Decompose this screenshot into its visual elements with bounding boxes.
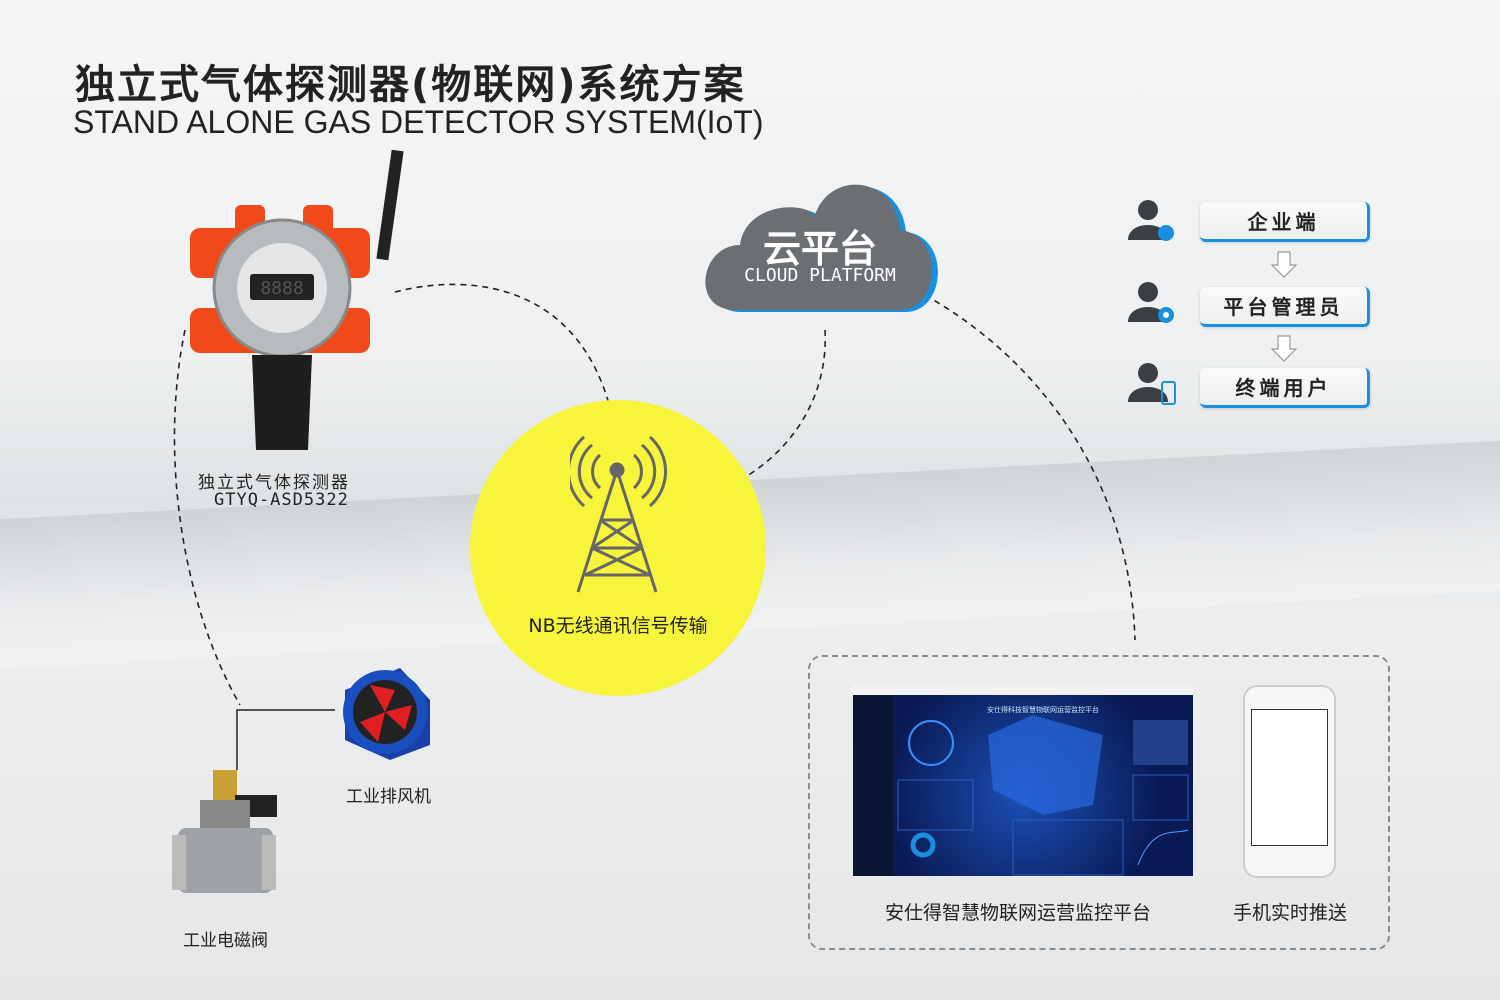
user-globe-icon xyxy=(1128,200,1174,241)
role-enterprise: 企业端 xyxy=(1200,202,1370,242)
phone-screen xyxy=(1251,709,1328,846)
link-cloud-platform xyxy=(924,294,1136,641)
svg-text:8888: 8888 xyxy=(260,278,303,299)
signal-tower-icon xyxy=(570,435,668,593)
phone-caption: 手机实时推送 xyxy=(1233,902,1348,924)
role-platform-admin: 平台管理员 xyxy=(1200,287,1370,327)
platform-group xyxy=(808,655,1390,950)
cloud-icon xyxy=(705,184,938,312)
signal-label: NB无线通讯信号传输 xyxy=(528,615,708,637)
solenoid-valve-image xyxy=(172,770,277,893)
detector-model: GTYQ-ASD5322 xyxy=(214,490,349,510)
arrow-down-icon xyxy=(1270,251,1298,278)
user-phone-icon xyxy=(1128,363,1176,405)
dashboard-sidebar xyxy=(853,695,893,876)
link-detector-valve xyxy=(173,329,241,706)
user-gear-icon xyxy=(1128,282,1174,323)
link-valve-fan xyxy=(236,709,335,770)
dashboard-title: 安仕得科技智慧物联网运营监控平台 xyxy=(987,706,1099,714)
platform-caption: 安仕得智慧物联网运营监控平台 xyxy=(885,902,1152,924)
cloud-title: 云平台 xyxy=(762,227,877,271)
page-subtitle: STAND ALONE GAS DETECTOR SYSTEM(IoT) xyxy=(73,104,764,140)
detector-name: 独立式气体探测器 xyxy=(198,473,350,493)
valve-label: 工业电磁阀 xyxy=(183,931,268,951)
link-detector-tower xyxy=(394,283,616,431)
dashboard-widgets xyxy=(897,715,1189,876)
dashboard-screenshot: 安仕得科技智慧物联网运营监控平台 xyxy=(853,685,1193,876)
cloud-subtitle: CLOUD PLATFORM xyxy=(744,265,896,286)
phone-screenshot xyxy=(1243,685,1336,878)
exhaust-fan-image xyxy=(343,668,430,760)
fan-label: 工业排风机 xyxy=(346,787,431,807)
gas-detector-image: 8888 xyxy=(190,149,404,450)
down-arrows xyxy=(1270,251,1298,362)
page-title: 独立式气体探测器(物联网)系统方案 xyxy=(75,62,746,108)
role-end-user: 终端用户 xyxy=(1200,368,1370,408)
china-map-icon xyxy=(988,715,1103,815)
arrow-down-icon xyxy=(1270,335,1298,362)
